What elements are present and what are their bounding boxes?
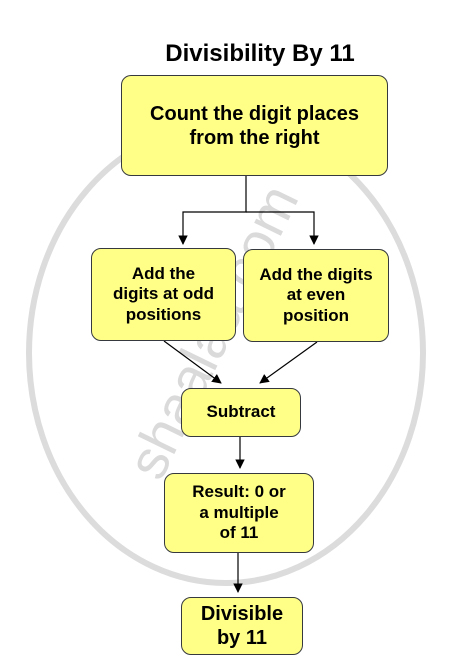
node-add-even-label: Add the digits at even position	[259, 264, 373, 325]
connector-odd-subtract	[163, 340, 222, 384]
node-divisible-label: Divisible by 11	[200, 603, 284, 649]
diagram-title: Divisibility By 11	[165, 40, 355, 67]
node-count-digits: Count the digit places from the right	[121, 75, 388, 176]
node-add-even: Add the digits at even position	[243, 249, 389, 342]
node-result: Result: 0 or a multiple of 11	[164, 473, 314, 553]
connector-count-split	[178, 176, 247, 245]
node-subtract: Subtract	[181, 388, 301, 437]
connector-even-subtract	[259, 341, 318, 384]
node-count-digits-label: Count the digit places from the right	[150, 102, 359, 149]
node-divisible: Divisible by 11	[181, 597, 303, 655]
node-subtract-label: Subtract	[206, 402, 276, 422]
node-add-odd-label: Add the digits at odd positions	[112, 263, 215, 324]
node-result-label: Result: 0 or a multiple of 11	[192, 482, 286, 543]
connector-count-even	[246, 211, 319, 245]
node-add-odd: Add the digits at odd positions	[91, 248, 236, 341]
